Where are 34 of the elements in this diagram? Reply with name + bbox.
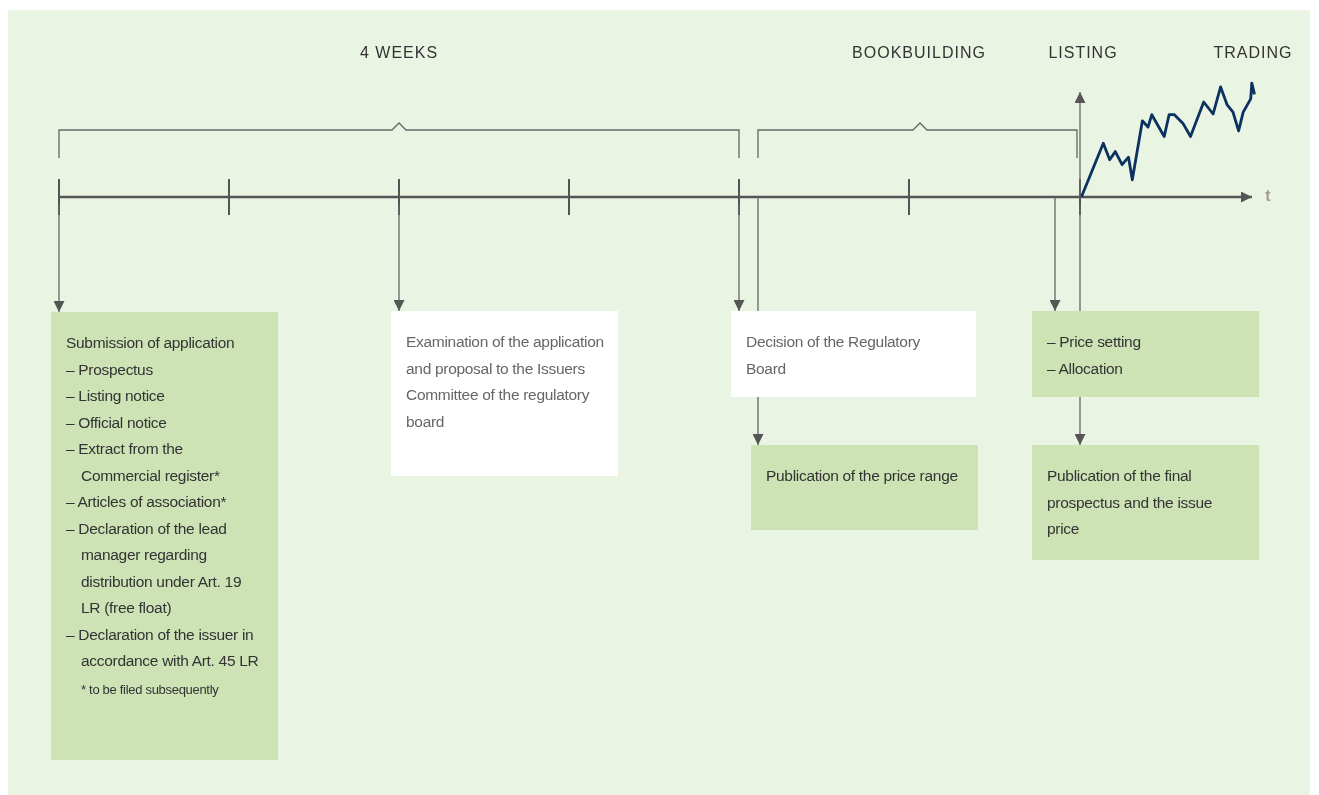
list-item: – Prospectus [66,359,154,380]
box-text: Publication of the final prospectus and the issue price [1047,466,1214,539]
box-text: Decision of the Regulatory Board [746,332,921,379]
list-item: – Price setting [1047,332,1142,352]
list-item: – Declaration of the issuer in accordance with Art. 45 LR [66,624,260,671]
arrow [1049,196,1061,312]
phase-label: BOOKBUILDING [852,44,986,62]
arrow [393,204,405,312]
phase-label: 4 WEEKS [359,44,439,62]
phase-label: TRADING [1213,44,1293,62]
phase-label: LISTING [1048,44,1118,62]
arrow [53,204,65,313]
arrow [752,396,764,446]
list-item: – Listing notice [66,386,166,406]
footnote: * to be filed subsequently [80,680,220,699]
arrow [733,204,745,312]
step-box [731,311,976,397]
step-card [1032,445,1259,560]
list-item: – Official notice [66,412,168,433]
step-box [391,311,618,476]
connector-line [1079,204,1081,312]
step-card [51,312,278,760]
connector-line [757,196,759,312]
axis-label: t [1265,187,1271,205]
list-item: – Allocation [1047,358,1124,379]
arrow [1074,396,1086,446]
box-text: Publication of the price range [766,466,959,486]
list-item: – Articles of association* [66,492,228,512]
box-text: Examination of the application and proposal to the Issuers Committee of the regulatory board [406,332,604,432]
box-heading: Submission of application [66,333,236,353]
step-card [751,445,978,530]
list-item: – Extract from the Commercial register* [66,439,221,486]
list-item: – Declaration of the lead manager regarding distribution under Art. 19 LR (free float) [66,518,243,618]
step-card [1032,311,1259,397]
